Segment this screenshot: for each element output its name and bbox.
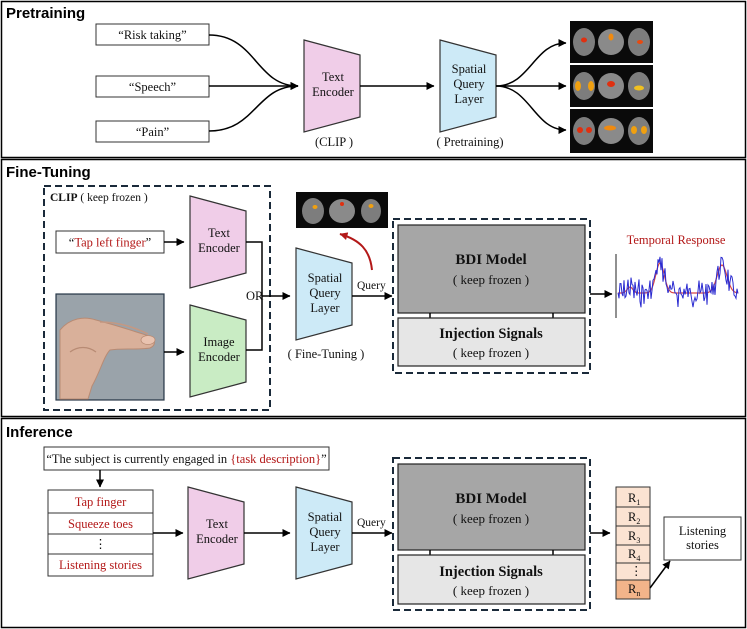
pretraining-prompts: “Risk taking” “Speech” “Pain” bbox=[95, 23, 210, 143]
inf-bdi-title: BDI Model bbox=[455, 491, 526, 507]
clip-group-label: CLIP ( keep frozen ) bbox=[50, 192, 148, 204]
inference-sentence-box bbox=[43, 446, 330, 471]
arrow-rn-to-output bbox=[649, 560, 671, 589]
pretrain-sql-line1: Spatial bbox=[452, 62, 487, 76]
inference-section bbox=[0, 417, 747, 629]
finetune-brain-map bbox=[296, 192, 388, 228]
inf-inj-title: Injection Signals bbox=[439, 564, 543, 580]
ft-bdi-model: BDI Model ( keep frozen ) bbox=[397, 224, 586, 314]
response-r1: R1 bbox=[628, 491, 640, 507]
inf-inj-subtitle: ( keep frozen ) bbox=[453, 583, 529, 598]
output-line2: stories bbox=[686, 538, 719, 552]
inference-title: Inference bbox=[6, 424, 73, 441]
ft-prompt-text: “Tap left finger” bbox=[69, 236, 151, 250]
ft-spatial-query-layer: Spatial Query Layer bbox=[295, 247, 353, 341]
ft-image-encoder: Image Encoder bbox=[189, 304, 247, 398]
feedback-red-arrow bbox=[339, 232, 373, 271]
inf-text-encoder-line2: Encoder bbox=[196, 532, 238, 546]
prompt-pain: “Pain” bbox=[136, 125, 169, 139]
temporal-response-plot bbox=[615, 254, 739, 318]
clip-frozen-group bbox=[43, 185, 271, 411]
pretrain-text-encoder-line1: Text bbox=[322, 70, 345, 84]
pretrain-sql-line3: Layer bbox=[454, 92, 484, 106]
inf-spatial-query-layer: Spatial Query Layer bbox=[295, 486, 353, 580]
pretrain-text-encoder-line2: Encoder bbox=[312, 85, 354, 99]
pretrain-sql-caption: ( Pretraining) bbox=[437, 135, 504, 149]
ft-text-encoder-line1: Text bbox=[208, 226, 231, 240]
or-label: OR bbox=[246, 289, 264, 303]
prompt-risk-taking: “Risk taking” bbox=[118, 28, 186, 42]
temporal-response-label: Temporal Response bbox=[627, 233, 726, 247]
pretraining-title: Pretraining bbox=[6, 5, 85, 22]
inf-frozen-frame bbox=[392, 457, 591, 611]
ft-sql-line2: Query bbox=[309, 286, 341, 300]
task-list: Tap finger Squeeze toes ⋮ Listening stor… bbox=[47, 489, 154, 577]
inference-sentence: “The subject is currently engaged in {ta… bbox=[46, 452, 326, 466]
inf-bdi-subtitle: ( keep frozen ) bbox=[453, 511, 529, 526]
finetuning-section bbox=[0, 158, 747, 418]
response-rn: Rn bbox=[628, 582, 640, 598]
ft-inj-title: Injection Signals bbox=[439, 326, 543, 342]
response-ellipsis: ⋮ bbox=[630, 564, 643, 578]
task-ellipsis: ⋮ bbox=[94, 537, 107, 551]
pretrain-sql-line2: Query bbox=[453, 77, 485, 91]
ft-sql-caption: ( Fine-Tuning ) bbox=[288, 347, 365, 361]
ft-bdi-subtitle: ( keep frozen ) bbox=[453, 272, 529, 287]
inf-query-label: Query bbox=[357, 517, 386, 529]
finetuning-title: Fine-Tuning bbox=[6, 164, 91, 181]
ft-bdi-title: BDI Model bbox=[455, 252, 526, 268]
output-line1: Listening bbox=[679, 524, 727, 538]
brain-map-risk-taking bbox=[570, 21, 653, 63]
response-r2: R2 bbox=[628, 510, 640, 526]
connector-out-bottom bbox=[495, 85, 567, 134]
response-r3: R3 bbox=[628, 529, 640, 545]
ft-sql-line3: Layer bbox=[310, 301, 340, 315]
pretrain-clip-caption: (CLIP ) bbox=[315, 135, 353, 149]
inf-sql-line2: Query bbox=[309, 525, 341, 539]
inf-injection-signals: Injection Signals ( keep frozen ) bbox=[397, 554, 586, 605]
task-listening-stories: Listening stories bbox=[59, 558, 142, 572]
ft-text-encoder: Text Encoder bbox=[189, 195, 247, 289]
ft-query-label: Query bbox=[357, 280, 386, 292]
ft-sql-line1: Spatial bbox=[308, 271, 343, 285]
ft-injection-signals: Injection Signals ( keep frozen ) bbox=[397, 317, 586, 367]
output-box: Listening stories bbox=[663, 516, 742, 561]
inf-bdi-model: BDI Model ( keep frozen ) bbox=[397, 463, 586, 551]
task-tap-finger: Tap finger bbox=[75, 495, 127, 509]
ft-image-encoder-line1: Image bbox=[203, 335, 235, 349]
measured-signal-line bbox=[617, 256, 739, 308]
inf-sql-line1: Spatial bbox=[308, 510, 343, 524]
ft-image-encoder-line2: Encoder bbox=[198, 350, 240, 364]
brain-map-pain bbox=[570, 109, 653, 153]
brain-map-speech bbox=[570, 65, 653, 107]
inf-sql-line3: Layer bbox=[310, 540, 340, 554]
ft-inj-subtitle: ( keep frozen ) bbox=[453, 345, 529, 360]
ft-text-encoder-line2: Encoder bbox=[198, 241, 240, 255]
pretrain-spatial-query-layer: Spatial Query Layer bbox=[439, 39, 497, 133]
connector-out-top bbox=[495, 39, 567, 87]
prompt-speech: “Speech” bbox=[129, 80, 176, 94]
response-stack: R1 R2 R3 R4 ⋮ Rn bbox=[615, 486, 651, 600]
inf-text-encoder: Text Encoder bbox=[187, 486, 245, 580]
connector-pain bbox=[208, 82, 299, 132]
response-r4: R4 bbox=[628, 547, 640, 563]
pretraining-section bbox=[0, 0, 747, 159]
connector-risk bbox=[208, 34, 299, 90]
inf-text-encoder-line1: Text bbox=[206, 517, 229, 531]
finger-tap-image bbox=[55, 293, 165, 401]
task-squeeze-toes: Squeeze toes bbox=[68, 517, 133, 531]
pretrain-text-encoder: Text Encoder bbox=[303, 39, 361, 133]
